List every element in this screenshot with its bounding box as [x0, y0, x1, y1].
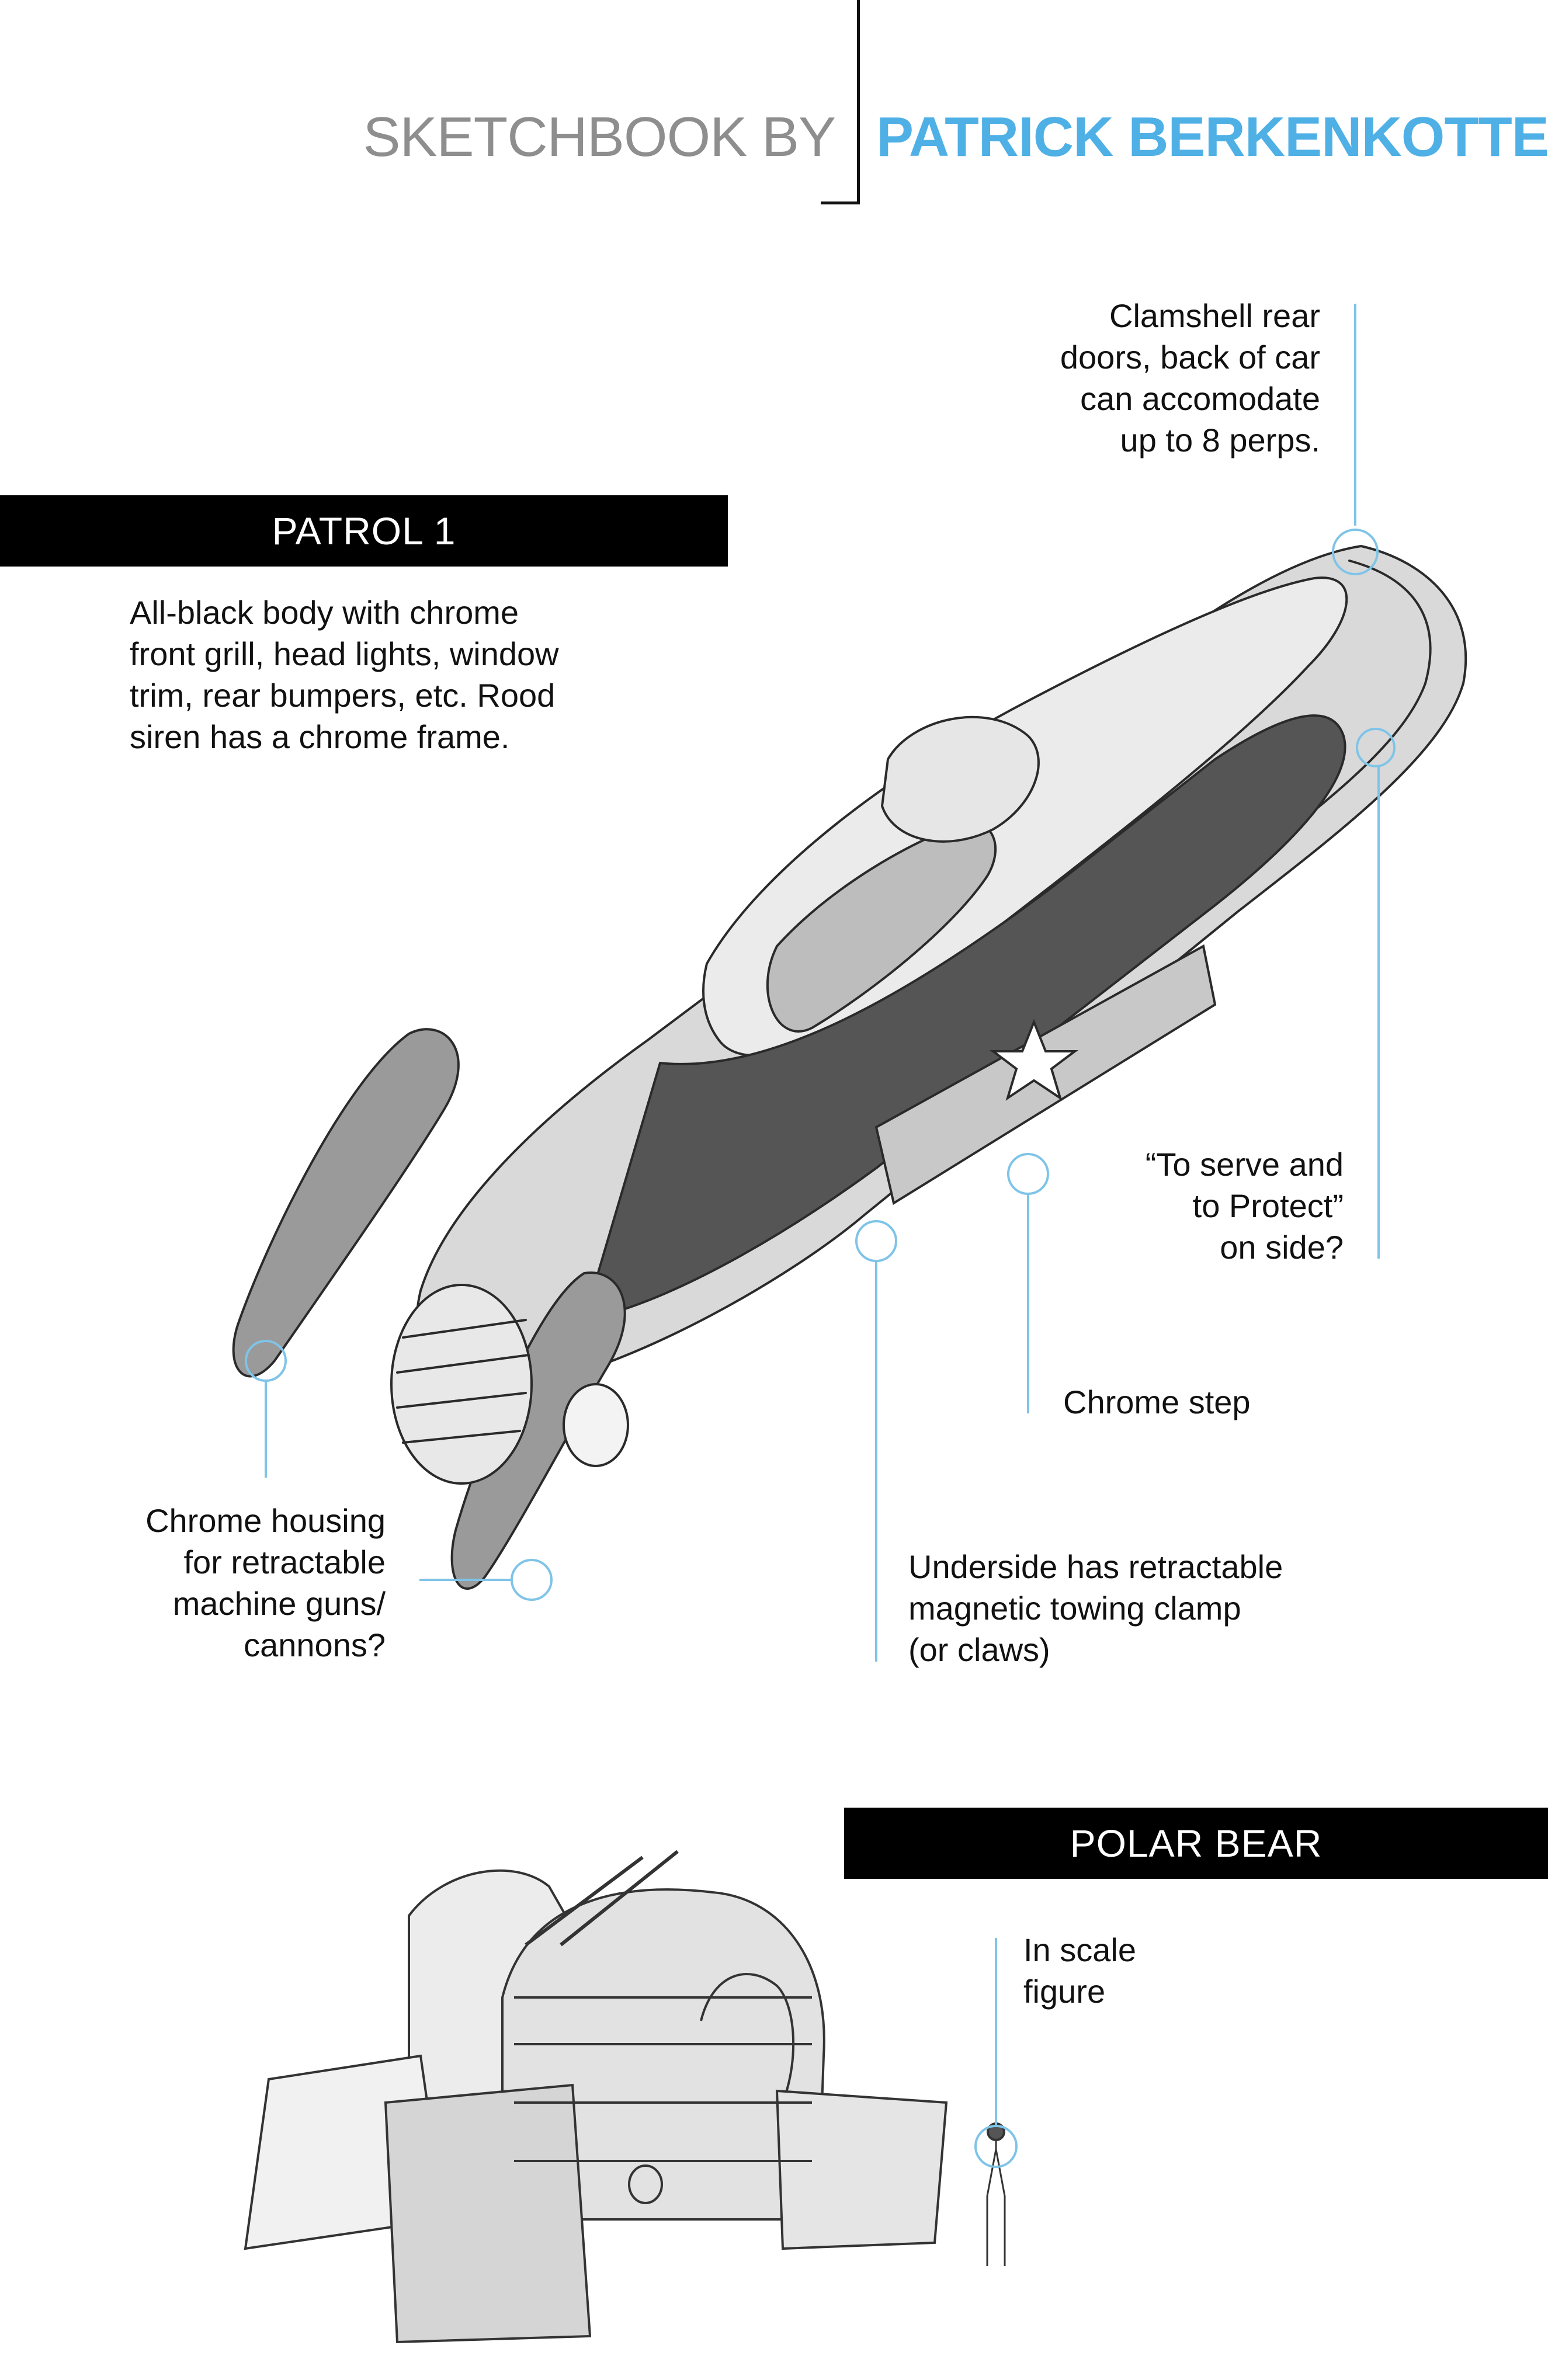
chrome-step-note: Chrome step: [1063, 1384, 1251, 1420]
callout-circle-step: [1007, 1153, 1049, 1195]
callout-circle-serve: [1356, 728, 1396, 767]
scale-figure-note: In scale figure: [1023, 1931, 1136, 2010]
patrol-section-title: PATROL 1: [0, 495, 728, 567]
callout-circle-underside: [855, 1220, 897, 1262]
patrol-car-sketch: [232, 544, 1467, 1590]
polar-bear-vehicle-sketch: [244, 1850, 1006, 2344]
callout-circle-clamshell: [1332, 529, 1379, 575]
artist-name: PATRICK BERKENKOTTER: [876, 106, 1548, 168]
callout-lines: [245, 304, 1396, 2168]
chrome-housing-note: Chrome housing for retractable machine g…: [145, 1502, 386, 1663]
patrol-description: All-black body with chrome front grill, …: [130, 594, 559, 755]
serve-protect-note: “To serve and to Protect” on side?: [1145, 1146, 1344, 1266]
underside-note: Underside has retractable magnetic towin…: [908, 1548, 1283, 1668]
clamshell-note: Clamshell rear doors, back of car can ac…: [1060, 297, 1320, 458]
callout-circle-scale: [974, 2125, 1018, 2168]
sketchbook-by-label: SKETCHBOOK BY: [363, 106, 836, 168]
header-bracket-divider: [821, 0, 860, 204]
polar-bear-section-title: POLAR BEAR: [844, 1808, 1548, 1879]
callout-circle-cannons: [511, 1559, 553, 1601]
